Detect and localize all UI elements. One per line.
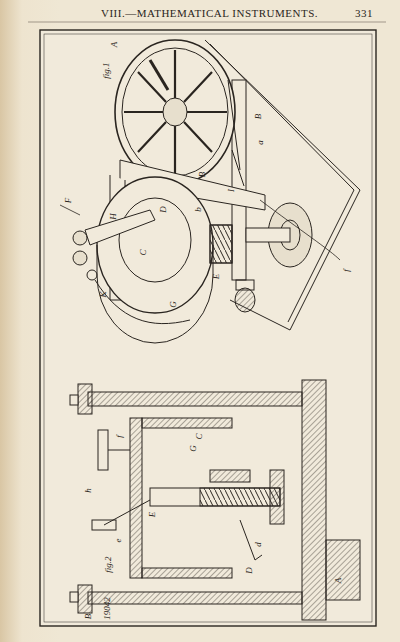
part-letter: E [212,274,221,280]
plate-number: 19042 [103,597,112,620]
part-letter: A [110,42,119,48]
part-letter: f [342,269,351,272]
part-letter: B [198,172,207,178]
part-letter: h [84,488,93,493]
figure-label: fig.1 [102,62,111,78]
part-letter: B [84,614,93,620]
part-letter: e [114,539,123,543]
part-letter: f [115,435,124,438]
running-header: VIII.—MATHEMATICAL INSTRUMENTS. [101,8,318,19]
part-letter: F [64,198,73,204]
part-letter: B [254,114,263,120]
part-letter: I [227,189,236,192]
part-letter: d [254,542,263,547]
part-letter: b [194,207,203,212]
part-letter: C [139,249,148,255]
part-letter: G [189,445,198,452]
part-letter: K [99,291,108,297]
part-letter: A [334,578,343,584]
part-letter: G [169,301,178,308]
figure-label: fig.2 [104,556,113,572]
page-number: 331 [355,8,373,19]
part-letter: H [109,213,118,220]
part-letter: E [148,512,157,518]
part-letter: C [195,433,204,439]
part-letter: D [159,206,168,213]
part-letter: a [256,140,265,145]
part-letter: D [245,567,254,574]
